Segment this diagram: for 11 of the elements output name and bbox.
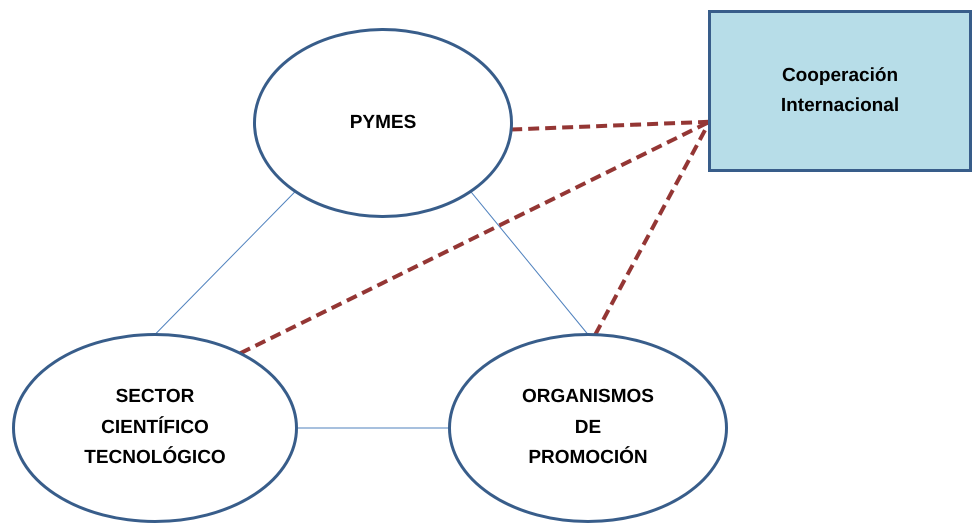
ellipse-node [12,333,298,523]
dashed-connector [511,120,710,132]
connector-line [470,190,588,335]
node-label: SECTOR CIENTÍFICO TECNOLÓGICO [83,385,227,470]
connector-line [154,190,296,335]
node-label: ORGANISMOS DE PROMOCIÓN [521,385,655,470]
ellipse-node [253,28,513,218]
process-box [708,10,972,172]
ellipse-node [448,333,728,523]
node-label: PYMES [350,110,416,135]
node-label: Cooperación Internacional [780,64,900,118]
